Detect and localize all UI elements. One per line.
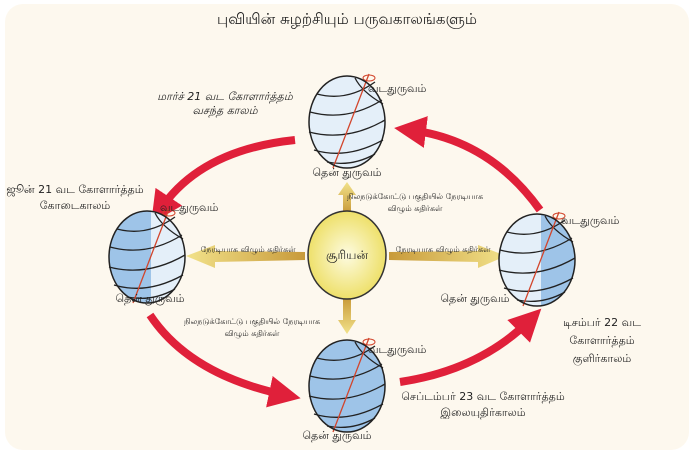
svg-text:கோடைகாலம்: கோடைகாலம் xyxy=(40,199,111,212)
south-pole-label-right: தென் துருவம் xyxy=(440,292,509,305)
ray-label-left: நேரடியாக விழும் கதிர்கள் xyxy=(201,245,297,255)
sun-label: சூரியன் xyxy=(326,248,368,263)
ray-label-bottom: நிலநடுக்கோட்டு பகுதியில் நேரடியாக விழும்… xyxy=(184,317,320,339)
ray-arrow-up xyxy=(338,182,356,213)
north-pole-label-left: வடதுருவம் xyxy=(160,201,219,214)
north-pole-label-right: வடதுருவம் xyxy=(561,214,620,227)
svg-text:குளிர்காலம்: குளிர்காலம் xyxy=(573,352,632,367)
season-label-june: ஜூன் 21 வட கோளார்த்தம் கோடைகாலம் xyxy=(6,183,143,212)
svg-text:நிலநடுக்கோட்டு பகுதியில் நேரட: நிலநடுக்கோட்டு பகுதியில் நேரடியாக xyxy=(184,317,320,327)
sun-rays xyxy=(186,182,506,334)
ray-label-top: நிலநடுக்கோட்டு பகுதியில் நேரடியாக விழும்… xyxy=(347,192,483,214)
svg-text:கோளார்த்தம்: கோளார்த்தம் xyxy=(569,334,634,347)
svg-text:செப்டம்பர் 23 வட கோளார்த்தம்: செப்டம்பர் 23 வட கோளார்த்தம் xyxy=(401,390,564,403)
season-label-march: மார்ச் 21 வட கோளார்த்தம் வசந்த காலம் xyxy=(157,90,294,118)
svg-text:மார்ச் 21 வட கோளார்த்தம்: மார்ச் 21 வட கோளார்த்தம் xyxy=(157,90,294,104)
season-label-december: டிசம்பர் 22 வட கோளார்த்தம் குளிர்காலம் xyxy=(563,316,641,367)
season-label-september: செப்டம்பர் 23 வட கோளார்த்தம் இலையுதிர்கா… xyxy=(401,390,564,419)
orbit-arrow-june-september xyxy=(146,312,301,408)
svg-text:நிலநடுக்கோட்டு பகுதியில் நேரட: நிலநடுக்கோட்டு பகுதியில் நேரடியாக xyxy=(347,192,483,202)
svg-text:ஜூன் 21 வட கோளார்த்தம்: ஜூன் 21 வட கோளார்த்தம் xyxy=(6,183,143,197)
svg-text:விழும் கதிர்கள்: விழும் கதிர்கள் xyxy=(225,329,281,339)
ray-arrow-right xyxy=(389,245,506,268)
svg-text:வசந்த காலம்: வசந்த காலம் xyxy=(192,104,258,118)
svg-text:டிசம்பர் 22 வட: டிசம்பர் 22 வட xyxy=(563,316,641,329)
south-pole-label-top: தென் துருவம் xyxy=(312,166,381,179)
ray-arrow-down xyxy=(338,298,356,334)
orbit-arrow-september-december xyxy=(399,308,542,386)
globe-march xyxy=(308,73,386,169)
ray-arrow-left xyxy=(186,245,305,268)
svg-text:இலையுதிர்காலம்: இலையுதிர்காலம் xyxy=(440,406,525,419)
ray-label-right: நேரடியாக விழும் கதிர்கள் xyxy=(396,245,492,255)
sun: சூரியன் xyxy=(307,210,387,300)
orbit-arrow-march-june xyxy=(151,136,296,224)
south-pole-label-bottom: தென் துருவம் xyxy=(302,429,371,442)
north-pole-label-bottom: வடதுருவம் xyxy=(368,343,427,356)
svg-text:விழும் கதிர்கள்: விழும் கதிர்கள் xyxy=(388,204,444,214)
globe-september xyxy=(308,337,386,433)
diagram-title: புவியின் சுழற்சியும் பருவகாலங்களும் xyxy=(217,10,477,29)
north-pole-label-top: வடதுருவம் xyxy=(368,82,427,95)
south-pole-label-left: தென் துருவம் xyxy=(115,292,184,305)
orbit-arrows xyxy=(146,116,544,408)
orbit-arrow-december-march xyxy=(394,116,544,213)
